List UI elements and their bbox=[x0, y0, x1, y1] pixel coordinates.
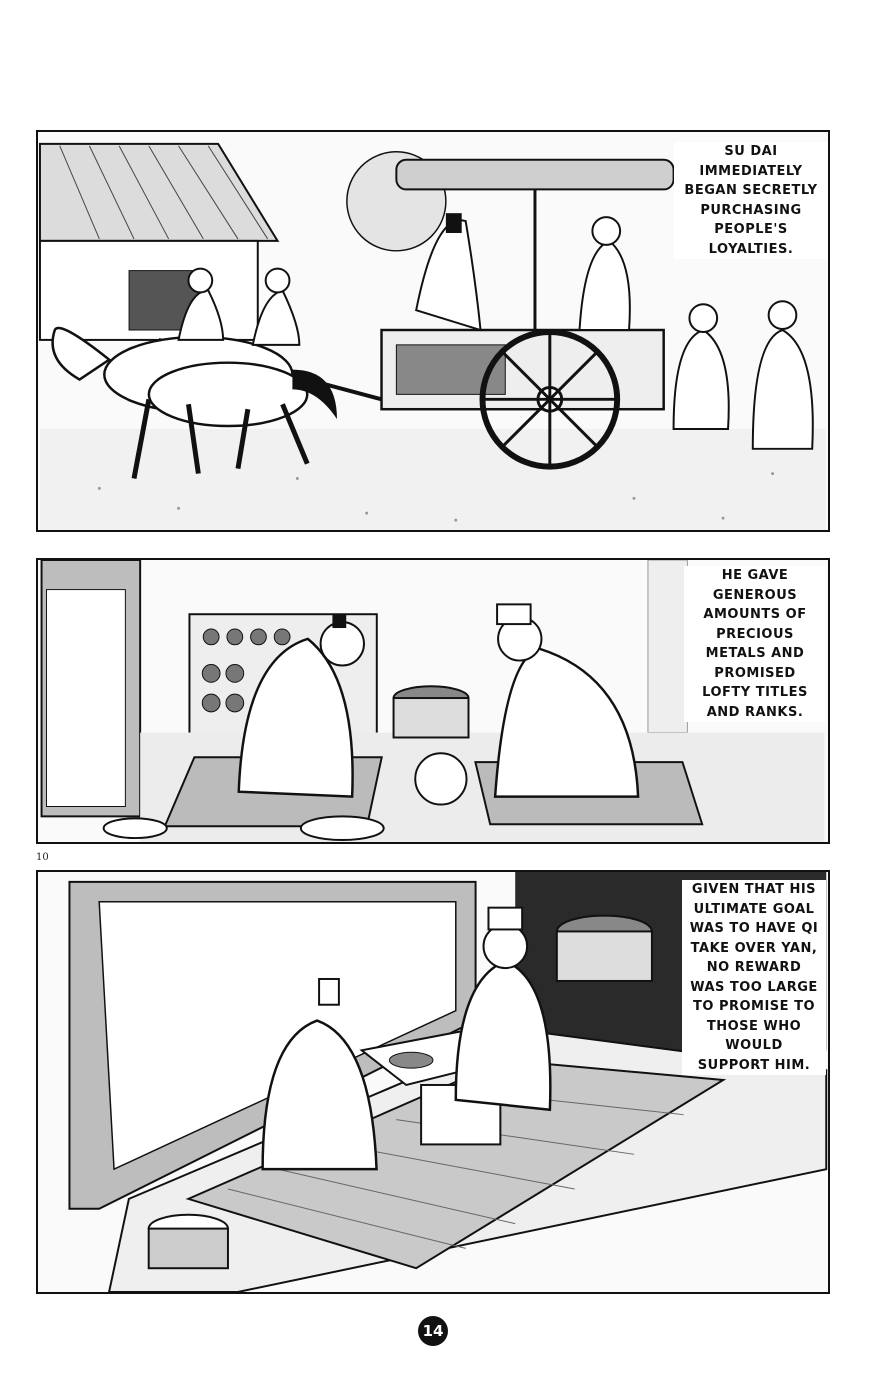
narration-caption: SU DAI IMMEDIATELY BEGAN SECRETLY PURCHA… bbox=[674, 142, 828, 259]
narration-caption: HE GAVE GENEROUS AMOUNTS OF PRECIOUS MET… bbox=[684, 566, 826, 722]
panel-1: SU DAI IMMEDIATELY BEGAN SECRETLY PURCHA… bbox=[36, 130, 830, 532]
panel-3: GIVEN THAT HIS ULTIMATE GOAL WAS TO HAVE… bbox=[36, 870, 830, 1294]
panel-2: HE GAVE GENEROUS AMOUNTS OF PRECIOUS MET… bbox=[36, 558, 830, 844]
side-page-number: 10 bbox=[36, 852, 49, 863]
narration-caption: GIVEN THAT HIS ULTIMATE GOAL WAS TO HAVE… bbox=[682, 880, 826, 1075]
panel-2-illustration bbox=[40, 560, 825, 842]
panel-1-illustration bbox=[38, 142, 827, 530]
page-number: 14 bbox=[418, 1316, 448, 1346]
